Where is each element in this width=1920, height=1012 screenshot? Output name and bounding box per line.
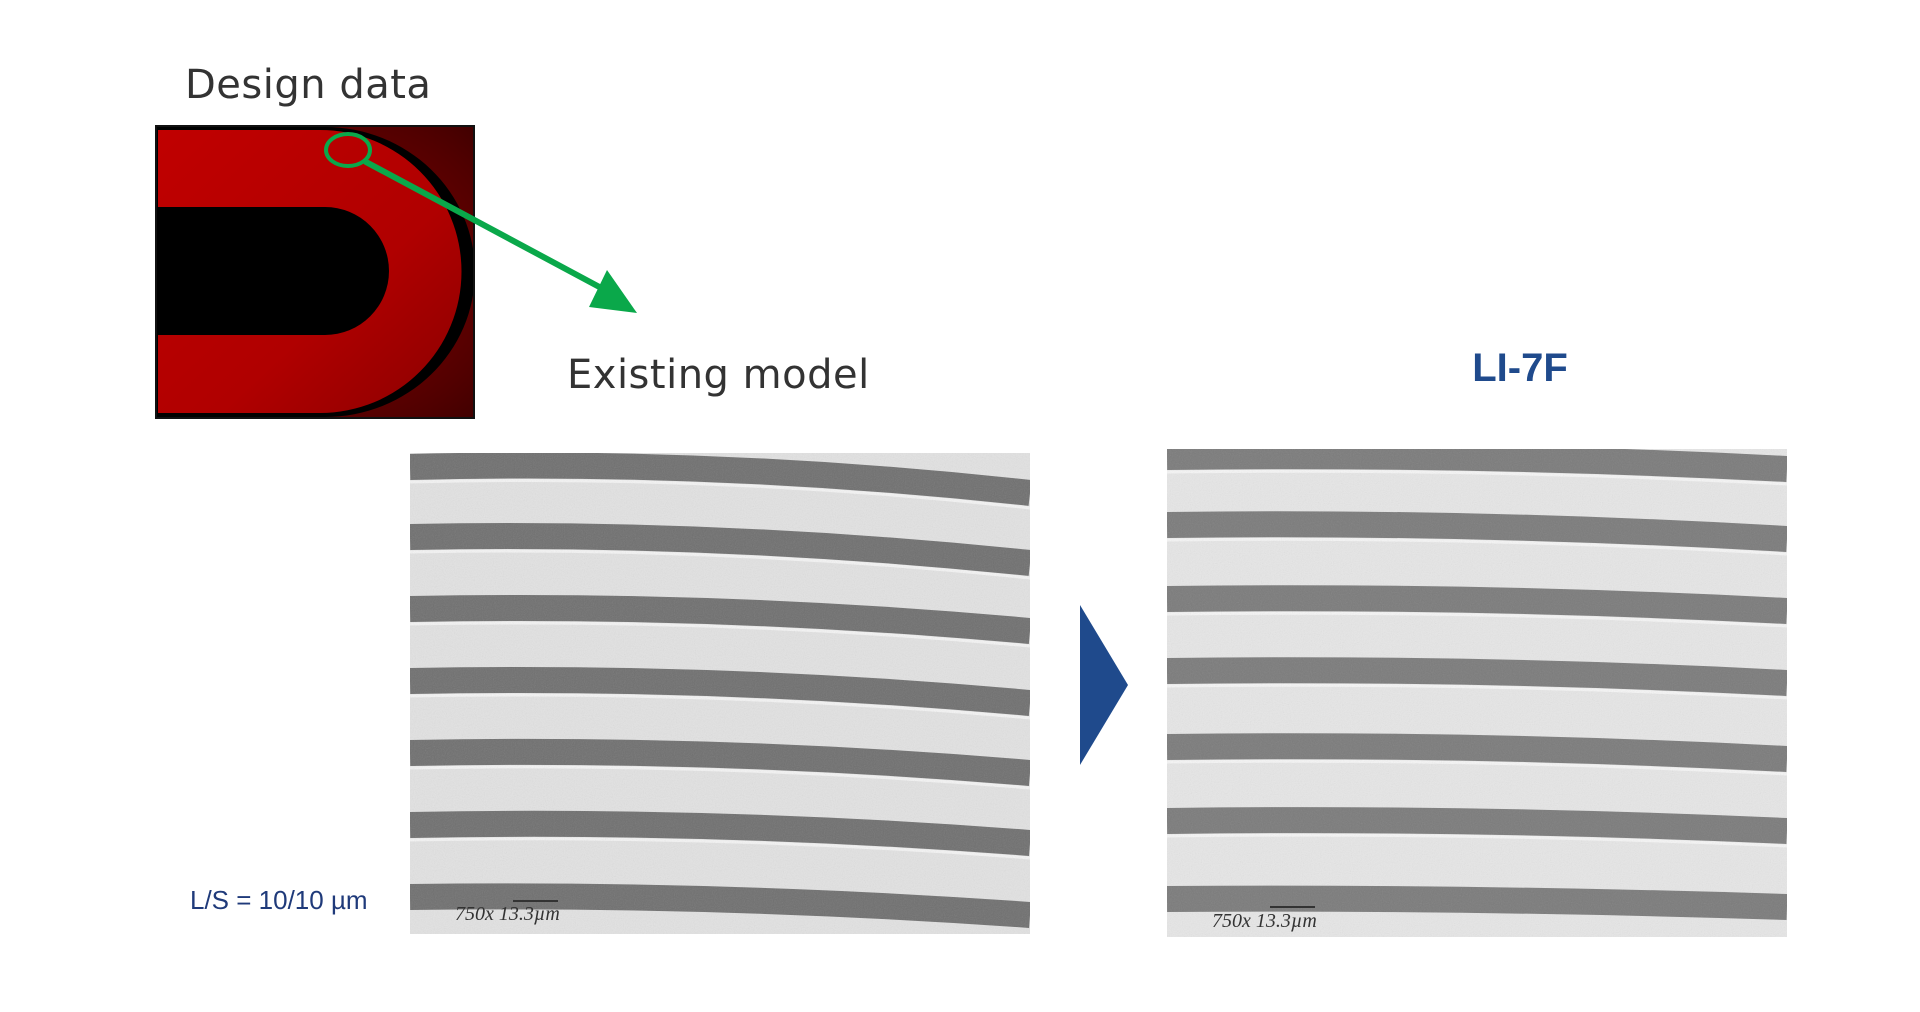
design-data-title: Design data — [185, 62, 432, 108]
existing-model-title: Existing model — [567, 352, 870, 398]
chevron-right-icon — [1080, 605, 1128, 765]
design-data-image — [155, 125, 475, 419]
line-space-label: L/S = 10/10 µm — [190, 885, 368, 915]
new-model-title: LI-7F — [1472, 346, 1568, 390]
micrograph-scale-annotation: 750x 13.3µm — [1212, 910, 1317, 932]
existing-model-micrograph: 750x 13.3µm — [410, 453, 1030, 934]
new-model-micrograph: 750x 13.3µm — [1167, 449, 1787, 937]
micrograph-scale-annotation: 750x 13.3µm — [455, 903, 560, 925]
highlight-ring-icon — [324, 132, 372, 168]
